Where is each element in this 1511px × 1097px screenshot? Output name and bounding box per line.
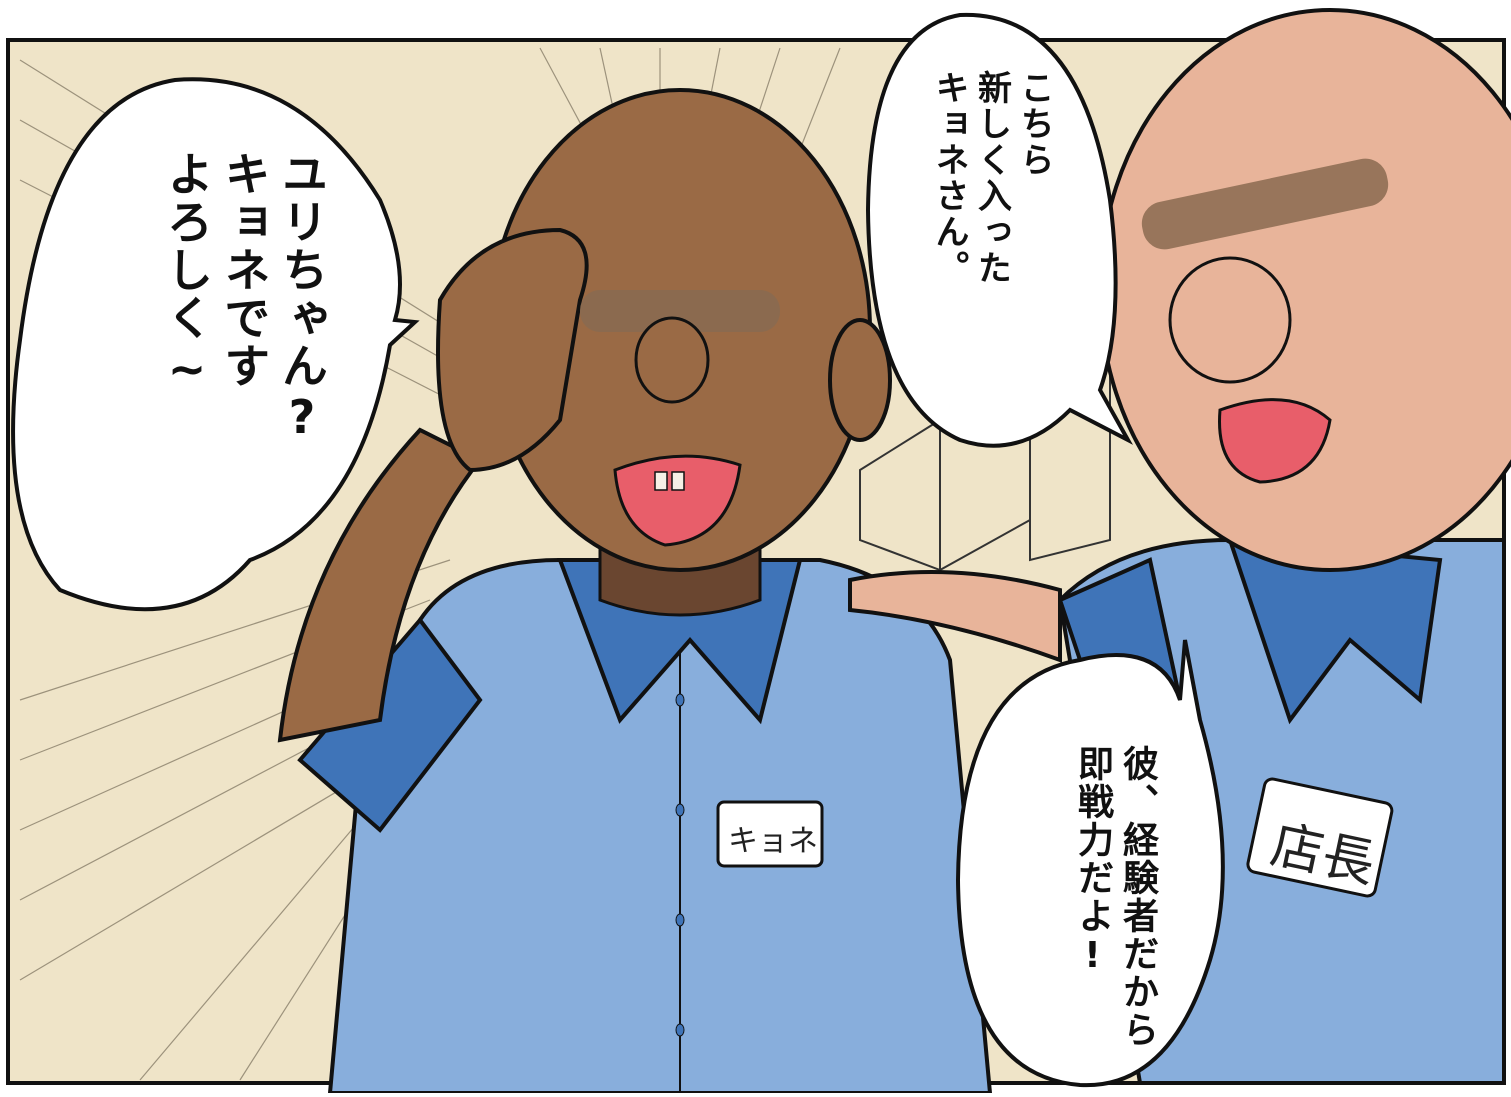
speech-text-top-right: こちら 新しく入った キョネさん。 (929, 70, 1054, 286)
speech-text-left: ユリちゃん? キョネです よろしく~ (160, 150, 329, 446)
eye-censor-bar (580, 290, 780, 332)
manager-eye-censor-bar (1141, 158, 1389, 250)
kyone-name-tag: キョネ (728, 824, 818, 859)
kyone-name-tag-card (716, 800, 824, 868)
speech-text-bottom-right: 彼、経験者だから 即戦力だよ! (1072, 745, 1158, 1049)
speech-bubble-top-right (865, 12, 1134, 448)
speech-bubble-left (11, 77, 420, 612)
speech-bubble-bottom-right (955, 639, 1225, 1088)
kyone-character (277, 88, 993, 1095)
manager-name-tag-card (1246, 777, 1394, 898)
